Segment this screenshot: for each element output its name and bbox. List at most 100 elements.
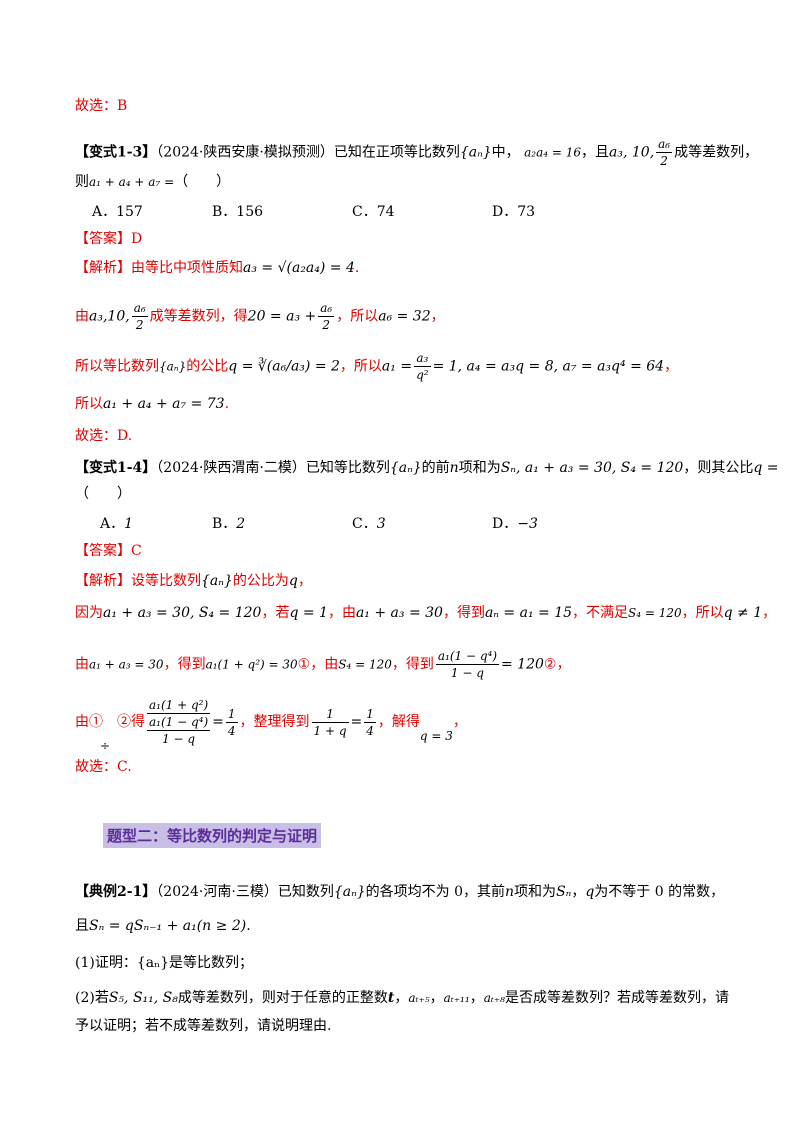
solution-text: 由① ②得 bbox=[75, 714, 145, 730]
solution-text: ， bbox=[762, 605, 777, 621]
math-expr: q = 1 bbox=[289, 605, 328, 621]
math-expr: aₜ₊₁₁ bbox=[443, 991, 470, 1005]
variant-1-4-stem: 【变式1-4】（2024·陕西渭南·二模）已知等比数列{aₙ}的前n项和为Sₙ,… bbox=[75, 458, 778, 478]
option-value: 2 bbox=[236, 516, 246, 532]
stem-text: 成等差数列， bbox=[674, 144, 759, 161]
stem-text: ， bbox=[429, 990, 444, 1006]
compound-fraction: a₁(1 + q²)a₁(1 − q⁴)1 − q bbox=[147, 697, 211, 747]
numerator: a₆ bbox=[131, 301, 148, 317]
numerator: a₃ bbox=[414, 350, 431, 367]
option-b: B．156 bbox=[212, 204, 264, 220]
denominator: 2 bbox=[660, 154, 668, 168]
stem-text: ， bbox=[394, 990, 409, 1006]
solution-text: ，所以 bbox=[681, 605, 724, 621]
stem-text: 已知等比数列 bbox=[305, 460, 390, 476]
stem-text: 中， bbox=[491, 144, 520, 161]
math-expr: Sₙ = qSₙ₋₁ + a₁(n ≥ 2) bbox=[89, 918, 247, 934]
solution-text: 所以等比数列 bbox=[75, 358, 159, 375]
math-expr: aₙ = a₁ = 15 bbox=[484, 605, 573, 621]
solution-text: 的公比 bbox=[186, 358, 229, 375]
solution-text: 成等差数列，得 bbox=[149, 308, 248, 325]
condition-expr: a₃, 10, bbox=[609, 144, 655, 161]
answer-blank: （ ） bbox=[174, 174, 231, 190]
stem-text: ，则其公比 bbox=[683, 460, 754, 476]
source: （2024·河南·三模） bbox=[156, 884, 278, 900]
fraction: a₁(1 − q⁴)1 − q bbox=[435, 648, 499, 681]
numerator: 1 bbox=[311, 706, 349, 723]
example-tag: 【典例2-1】 bbox=[75, 884, 157, 900]
denominator: 2 bbox=[135, 318, 144, 332]
stem-text: 是否成等差数列？若成等差数列，请 bbox=[504, 990, 729, 1006]
answer-label: 【答案】D bbox=[75, 231, 143, 247]
solution-text: 由 bbox=[75, 308, 89, 325]
part-2: (2)若S₅, S₁₁, S₈成等差数列，则对于任意的正整数t，aₜ₊₅，aₜ₊… bbox=[75, 988, 729, 1008]
stem-text: 则 bbox=[75, 174, 89, 190]
math-expr: S₄ = 120 bbox=[628, 606, 682, 620]
solution-text: ，整理得到 bbox=[239, 714, 310, 730]
solution-line-2: 因为a₁ + a₃ = 30, S₄ = 120，若q = 1，由a₁ + a₃… bbox=[75, 603, 776, 623]
option-a: A．157 bbox=[92, 204, 143, 220]
variable-q: q bbox=[585, 884, 595, 900]
part-1: (1)证明：{aₙ}是等比数列； bbox=[75, 955, 254, 971]
stem-text: 成等差数列，则对于任意的正整数 bbox=[177, 990, 388, 1006]
math-expr: = 120 bbox=[501, 656, 544, 673]
solution-text: 因为 bbox=[75, 605, 103, 621]
part-2-continued: 予以证明；若不成等差数列，请说明理由. bbox=[75, 1018, 332, 1034]
solution-line-1: 【解析】设等比数列{aₙ}的公比为q， bbox=[75, 571, 312, 591]
math-expr: aₜ₊₅ bbox=[408, 991, 430, 1005]
variable-n: n bbox=[505, 884, 515, 900]
solution-text: ①，由 bbox=[297, 656, 339, 673]
math-expr: q = bbox=[753, 460, 779, 476]
variable-n: n bbox=[449, 460, 459, 476]
variant-1-3-stem: 【变式1-3】（2024·陕西安康·模拟预测）已知在正项等比数列{aₙ}中， a… bbox=[75, 136, 758, 169]
solution-text: ，得到 bbox=[391, 656, 434, 673]
math-expr: aₜ₊₈ bbox=[483, 991, 505, 1005]
solution-text: ， bbox=[297, 573, 312, 589]
sequence-symbol: {aₙ} bbox=[389, 460, 422, 476]
numerator: a₁(1 − q⁴) bbox=[435, 649, 499, 665]
numerator: a₆ bbox=[318, 301, 335, 317]
sequence-symbol: {aₙ} bbox=[159, 359, 187, 374]
math-expr: = bbox=[350, 714, 363, 730]
solution-text: ②， bbox=[543, 656, 571, 673]
numerator: 1 bbox=[364, 706, 376, 723]
denominator-top: a₁(1 − q⁴) bbox=[147, 715, 211, 731]
denominator: q² bbox=[416, 368, 429, 382]
condition-expr: Sₙ, a₁ + a₃ = 30, S₄ = 120 bbox=[500, 460, 684, 476]
denominator: 4 bbox=[366, 723, 374, 738]
solution-text: ， bbox=[452, 714, 467, 730]
conclusion: 故选：C. bbox=[75, 759, 132, 775]
math-expr: 20 = a₃ + bbox=[247, 308, 317, 325]
solution-line-1: 【解析】由等比中项性质知a₃ = √(a₂a₄) = 4. bbox=[75, 258, 359, 278]
option-value: 1 bbox=[124, 516, 134, 532]
variant-tag: 【变式1-4】 bbox=[75, 460, 157, 476]
section-heading: 题型二：等比数列的判定与证明 bbox=[103, 823, 322, 848]
option-letter: A． bbox=[100, 516, 125, 532]
option-d: D．73 bbox=[492, 204, 536, 220]
solution-text: ，若 bbox=[261, 605, 290, 621]
stem-text: 为不等于 0 的常数， bbox=[594, 884, 725, 900]
denominator: 2 bbox=[322, 318, 331, 332]
option-a: A．1 bbox=[100, 514, 133, 534]
option-letter: C． bbox=[352, 516, 377, 532]
solution-text: 由 bbox=[75, 656, 89, 673]
math-expr: = bbox=[212, 714, 224, 730]
sequence-symbol: {aₙ} bbox=[333, 884, 366, 900]
option-c: C．3 bbox=[352, 514, 386, 534]
math-expr: a₁ + a₃ = 30, S₄ = 120 bbox=[103, 605, 262, 621]
math-expr: S₄ = 120 bbox=[338, 657, 392, 672]
division-symbol: ÷ bbox=[100, 739, 111, 753]
math-expr: = 1, a₄ = a₃q = 8, a₇ = a₃q⁴ = 64 bbox=[432, 358, 665, 375]
solution-tag: 【解析】 bbox=[75, 573, 131, 589]
solution-text: ，得到 bbox=[442, 605, 485, 621]
solution-text: . bbox=[224, 396, 230, 412]
solution-text: ， bbox=[430, 308, 445, 325]
option-d: D．−3 bbox=[492, 514, 538, 534]
conclusion: 故选：D. bbox=[75, 428, 133, 444]
math-expr: a₃ = √(a₂a₄) = 4 bbox=[243, 260, 355, 276]
